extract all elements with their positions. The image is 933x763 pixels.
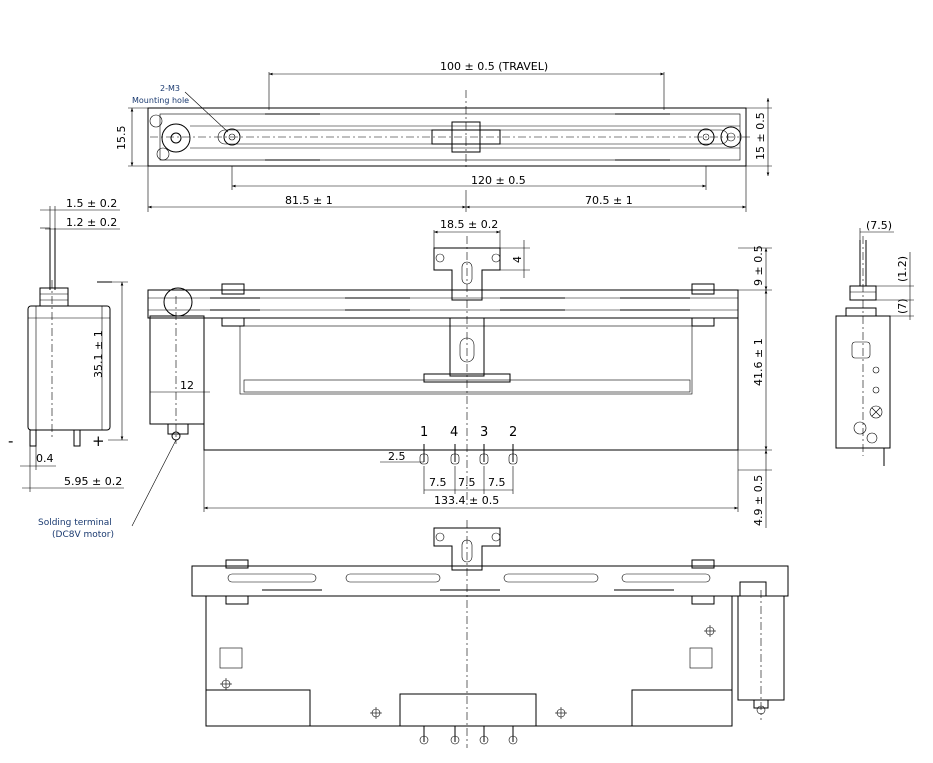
- pin-label-3: 3: [480, 425, 488, 440]
- left-side-view: 1.5 ± 0.2 1.2 ± 0.2 - + 35.1 ± 1 0.4 5.9…: [8, 197, 128, 492]
- side-width-dimension: (7.5): [866, 219, 892, 232]
- overall-length-dimension: 133.4 ± 0.5: [434, 494, 499, 507]
- body-height-dimension: 41.6 ± 1: [752, 338, 765, 386]
- motor-body-side: [27, 305, 111, 431]
- left-offset-dimension: 81.5 ± 1: [285, 194, 333, 207]
- knob-step-dimension: 4: [511, 256, 524, 263]
- top-height-left: 15.5: [115, 126, 128, 151]
- motor-front: [149, 315, 205, 425]
- terminal-right: [73, 429, 81, 447]
- knob-height-dimension: 9 ± 0.5: [752, 245, 765, 286]
- body-bottom: [205, 595, 733, 727]
- pin-pitch-a: 7.5: [429, 476, 447, 489]
- motor-width-dimension: 12: [180, 379, 194, 392]
- knob-front: [433, 247, 501, 301]
- idler-pulley-top: [720, 126, 742, 148]
- body-front: [203, 317, 739, 451]
- motor-gear-top: [161, 123, 191, 153]
- screw-marks: [220, 625, 716, 719]
- hole-pitch-dimension: 120 ± 0.5: [471, 174, 526, 187]
- shaft-flat: 1.2 ± 0.2: [66, 216, 117, 229]
- top-rail-inner: [159, 113, 741, 161]
- motor-gear-side: [39, 287, 69, 307]
- pin-length-dimension: 4.9 ± 0.5: [752, 475, 765, 526]
- mounting-hole-left: [223, 128, 241, 146]
- shaft-diameter: 1.5 ± 0.2: [66, 197, 117, 210]
- terminal-minus: -: [8, 432, 13, 450]
- terminal-width: 5.95 ± 0.2: [64, 475, 122, 488]
- slider-carriage: [449, 317, 485, 377]
- right-offset-dimension: 70.5 ± 1: [585, 194, 633, 207]
- pin-label-1: 1: [420, 425, 428, 440]
- knob-bottom: [433, 527, 501, 571]
- right-side-view: (7.5) (1.2) (7): [835, 219, 914, 466]
- pin-label-2: 2: [509, 425, 517, 440]
- terminal-plus: +: [92, 432, 105, 450]
- terminal-left: [29, 429, 37, 447]
- top-height-right: 15 ± 0.5: [754, 112, 767, 160]
- pin-offset: 2.5: [388, 450, 406, 463]
- knob-width-dimension: 18.5 ± 0.2: [440, 218, 498, 231]
- terminal-note-line1: Solding terminal: [38, 518, 112, 528]
- pin-pitch-b: 7.5: [458, 476, 476, 489]
- side-dim-1-2: (1.2): [896, 256, 909, 282]
- motor-height-dimension: 35.1 ± 1: [92, 330, 105, 378]
- mounting-hole-right: [697, 128, 715, 146]
- mount-screw-label: 2-M3: [160, 84, 180, 93]
- pin-label-4: 4: [450, 425, 458, 440]
- pin-pitch-c: 7.5: [488, 476, 506, 489]
- mounting-hole-label: Mounting hole: [132, 96, 189, 105]
- rail-bottom: [191, 565, 789, 597]
- travel-dimension: 100 ± 0.5 (TRAVEL): [440, 60, 548, 73]
- terminal-note-line2: (DC8V motor): [52, 530, 114, 540]
- front-view: 12 1 4 3 2 2.5 7.5 7.5 7.5 133.4 ± 0.5: [38, 218, 772, 540]
- top-view: 100 ± 0.5 (TRAVEL) 2-M3 Mounting hole 15…: [115, 60, 772, 212]
- terminal-offset: 0.4: [36, 452, 54, 465]
- bottom-view: [191, 520, 789, 748]
- side-dim-7: (7): [896, 298, 909, 314]
